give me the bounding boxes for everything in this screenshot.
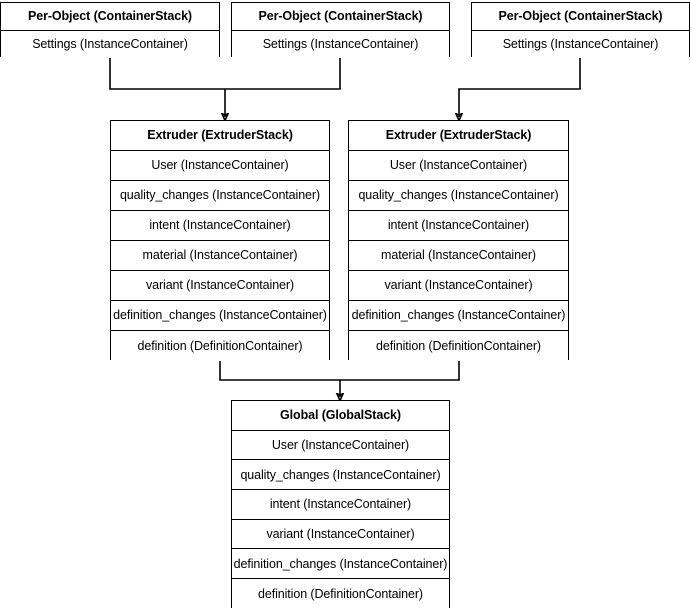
global-stack-row-intent: intent (InstanceContainer)	[232, 490, 449, 520]
edge-perobj2-to-extruder1	[225, 57, 341, 90]
edge-perobj1-to-extruder1	[109, 57, 225, 90]
extruder-stack-2-row-intent: intent (InstanceContainer)	[349, 211, 568, 241]
per-object-stack-3[interactable]: Per-Object (ContainerStack) Settings (In…	[471, 2, 690, 58]
extruder-stack-2-row-quality-changes: quality_changes (InstanceContainer)	[349, 181, 568, 211]
global-stack-row-definition: definition (DefinitionContainer)	[232, 579, 449, 609]
per-object-stack-2-header: Per-Object (ContainerStack)	[232, 3, 449, 31]
global-stack-row-variant: variant (InstanceContainer)	[232, 519, 449, 550]
edge-perobj3-to-extruder2	[459, 57, 581, 117]
per-object-stack-2-row-settings: Settings (InstanceContainer)	[232, 31, 449, 58]
extruder-stack-1-row-material: material (InstanceContainer)	[111, 241, 329, 271]
extruder-stack-2-row-variant: variant (InstanceContainer)	[349, 271, 568, 301]
extruder-stack-1-row-definition-changes: definition_changes (InstanceContainer)	[111, 301, 329, 331]
global-stack-row-definition-changes: definition_changes (InstanceContainer)	[232, 549, 449, 580]
per-object-stack-3-row-settings: Settings (InstanceContainer)	[472, 31, 689, 58]
global-stack-row-quality-changes: quality_changes (InstanceContainer)	[232, 460, 449, 491]
extruder-stack-2-header: Extruder (ExtruderStack)	[349, 121, 568, 151]
extruder-stack-1[interactable]: Extruder (ExtruderStack) User (InstanceC…	[110, 120, 330, 361]
per-object-stack-2[interactable]: Per-Object (ContainerStack) Settings (In…	[231, 2, 450, 58]
extruder-stack-1-row-variant: variant (InstanceContainer)	[111, 271, 329, 301]
per-object-stack-1-row-settings: Settings (InstanceContainer)	[1, 31, 219, 58]
per-object-stack-1-header: Per-Object (ContainerStack)	[1, 3, 219, 31]
global-stack-row-user: User (InstanceContainer)	[232, 430, 449, 461]
edge-extruder1-to-global	[219, 360, 340, 381]
extruder-stack-1-row-intent: intent (InstanceContainer)	[111, 211, 329, 241]
extruder-stack-2-row-material: material (InstanceContainer)	[349, 241, 568, 271]
extruder-stack-1-row-quality-changes: quality_changes (InstanceContainer)	[111, 181, 329, 211]
extruder-stack-2[interactable]: Extruder (ExtruderStack) User (InstanceC…	[348, 120, 569, 361]
extruder-stack-1-header: Extruder (ExtruderStack)	[111, 121, 329, 151]
extruder-stack-2-row-definition: definition (DefinitionContainer)	[349, 331, 568, 361]
edge-extruder2-to-global	[340, 360, 460, 381]
per-object-stack-3-header: Per-Object (ContainerStack)	[472, 3, 689, 31]
global-stack-header: Global (GlobalStack)	[232, 401, 449, 431]
extruder-stack-2-row-user: User (InstanceContainer)	[349, 151, 568, 181]
per-object-stack-1[interactable]: Per-Object (ContainerStack) Settings (In…	[0, 2, 220, 58]
global-stack[interactable]: Global (GlobalStack) User (InstanceConta…	[231, 400, 450, 609]
extruder-stack-1-row-definition: definition (DefinitionContainer)	[111, 331, 329, 361]
extruder-stack-2-row-definition-changes: definition_changes (InstanceContainer)	[349, 301, 568, 331]
extruder-stack-1-row-user: User (InstanceContainer)	[111, 151, 329, 181]
